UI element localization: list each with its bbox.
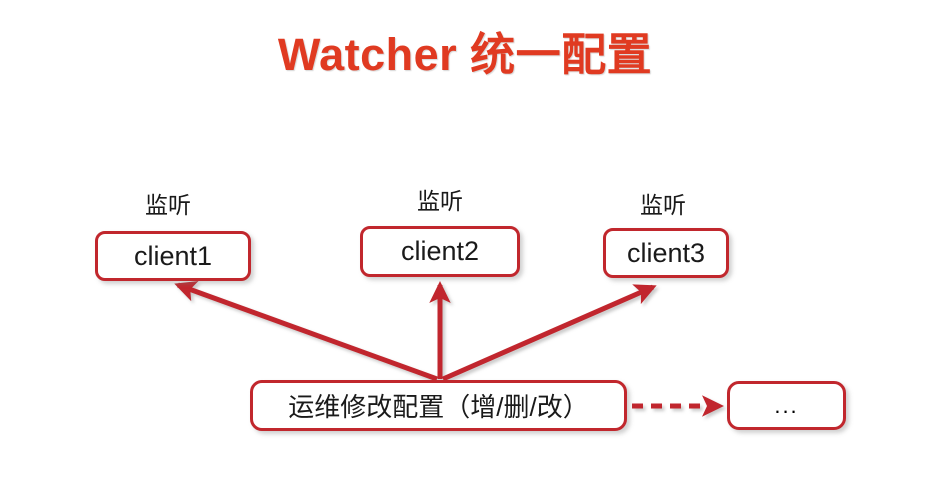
node-client2[interactable]: client2: [360, 226, 520, 277]
node-more-label: ...: [774, 392, 799, 418]
listen-label-client1: 监听: [145, 192, 191, 218]
node-client1[interactable]: client1: [95, 231, 251, 281]
node-client1-label: client1: [133, 240, 213, 271]
arrow-ops-to-client3: [441, 284, 657, 382]
node-client2-label: client2: [400, 236, 480, 266]
node-client3[interactable]: client3: [603, 228, 729, 278]
node-client3-label: client3: [626, 237, 706, 268]
listen-label-client3: 监听: [640, 192, 686, 218]
node-ops-config-change[interactable]: 运维修改配置（增/删/改）: [250, 380, 627, 431]
node-ops-label: 运维修改配置（增/删/改）: [288, 392, 589, 422]
node-more-ellipsis[interactable]: ...: [727, 381, 846, 430]
arrow-ops-to-client1: [174, 281, 438, 382]
listen-label-client2: 监听: [417, 188, 463, 214]
page-title: Watcher 统一配置: [277, 29, 653, 80]
